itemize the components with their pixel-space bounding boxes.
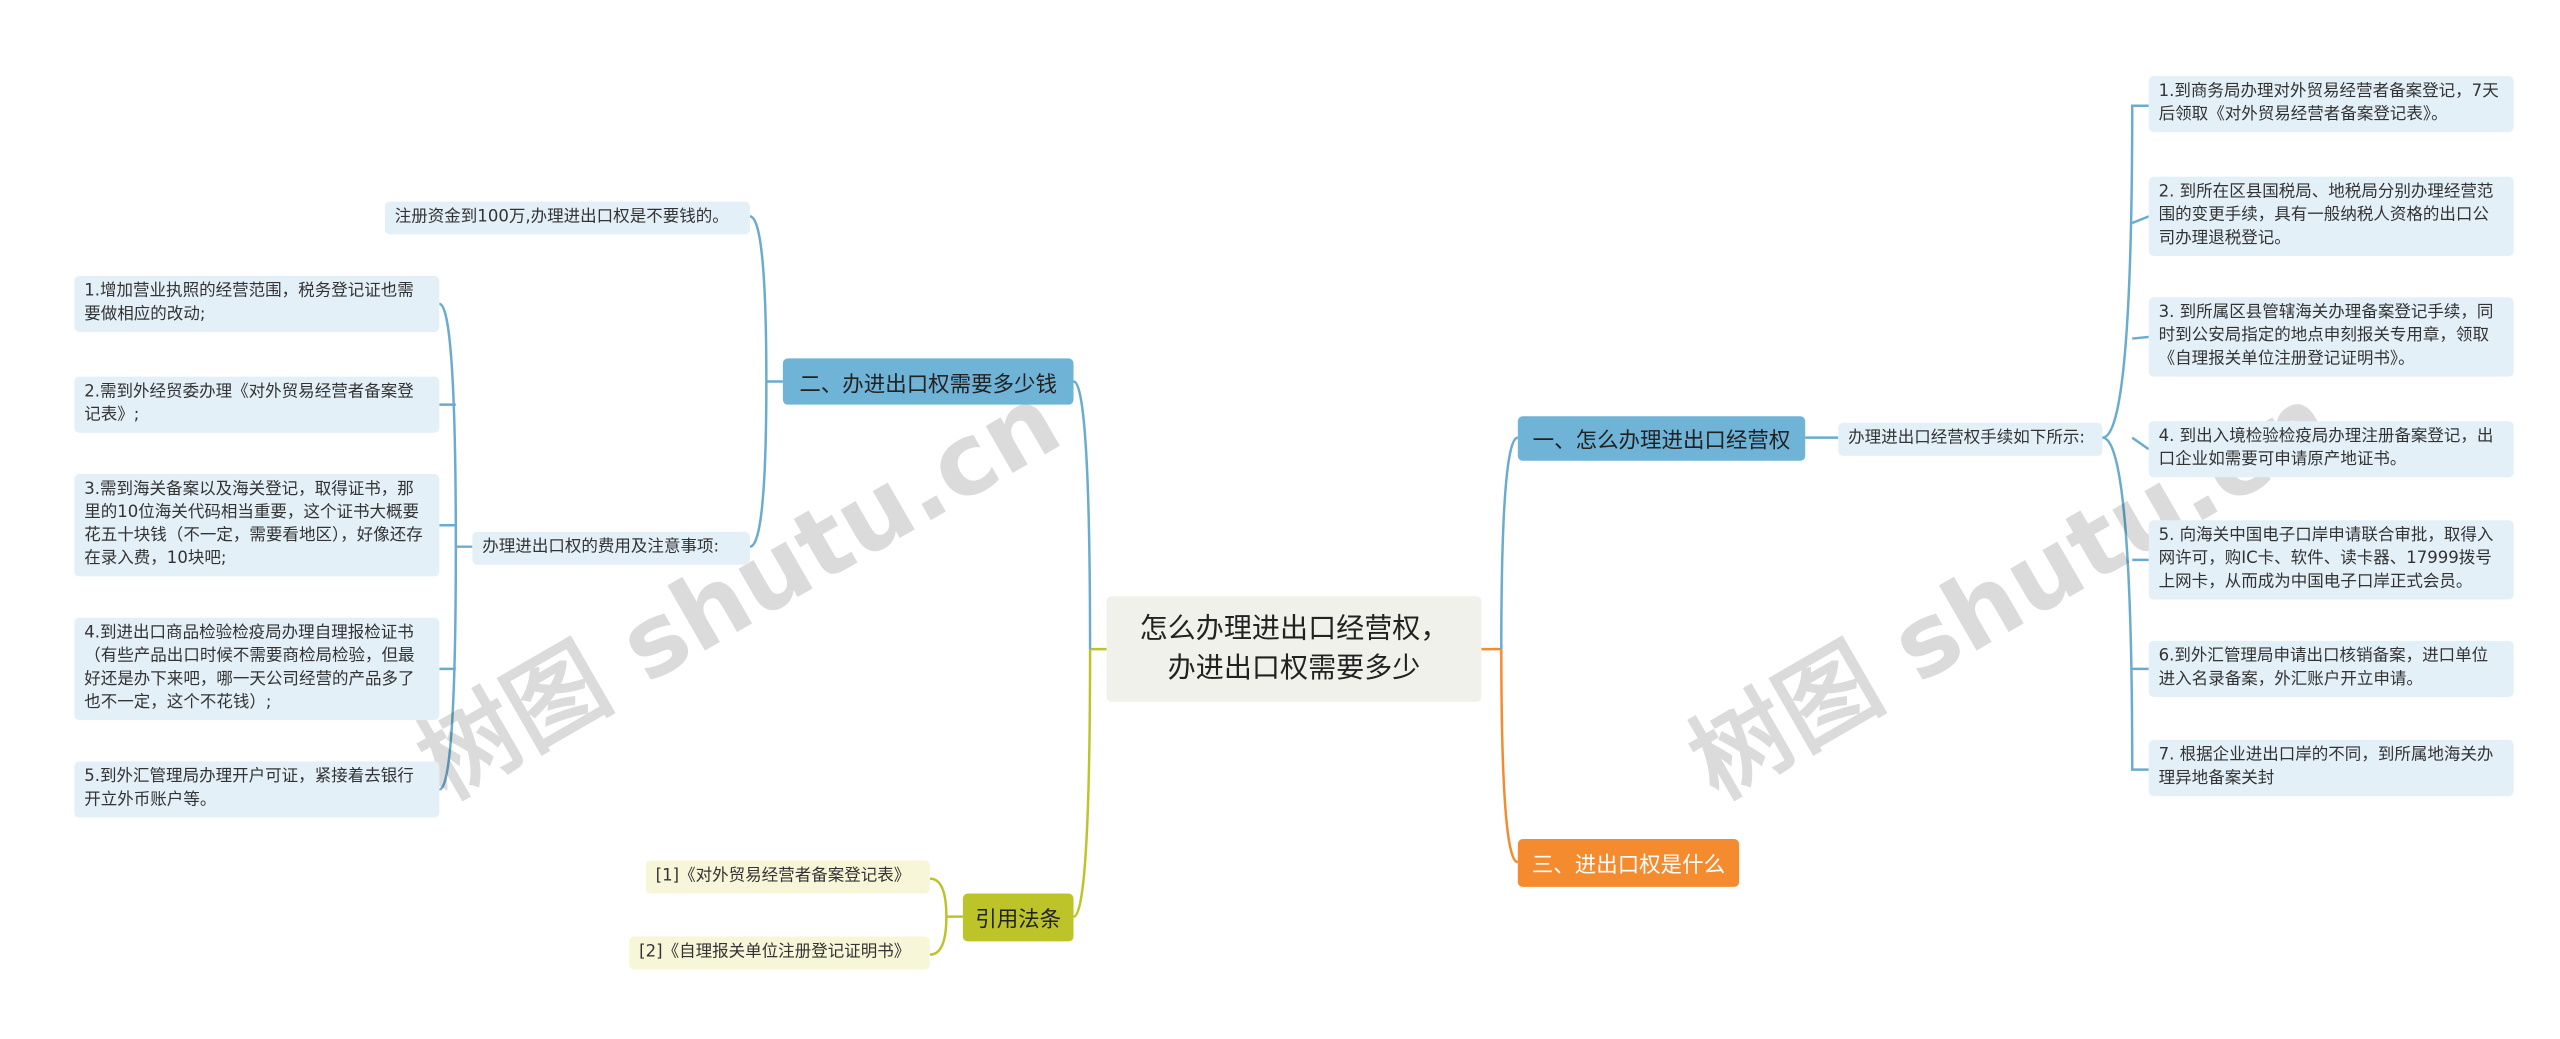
leaf-step-3[interactable]: 3. 到所属区县管辖海关办理备案登记手续，同时到公安局指定的地点申刻报关专用章，… <box>2148 297 2514 377</box>
leaf-fee-4[interactable]: 4.到进出口商品检验检疫局办理自理报检证书（有些产品出口时候不需要商检局检验，但… <box>74 617 440 721</box>
leaf-fee-3[interactable]: 3.需到海关备案以及海关登记，取得证书，那里的10位海关代码相当重要，这个证书大… <box>74 474 440 577</box>
sub-node-fees[interactable]: 办理进出口权的费用及注意事项: <box>472 531 750 565</box>
leaf-step-2[interactable]: 2. 到所在区县国税局、地税局分别办理经营范围的变更手续，具有一般纳税人资格的出… <box>2148 176 2514 256</box>
reference-1[interactable]: [1]《对外贸易经营者备案登记表》 <box>645 860 930 894</box>
branch-how-to-apply[interactable]: 一、怎么办理进出口经营权 <box>1517 416 1806 461</box>
branch-what-is[interactable]: 三、进出口权是什么 <box>1517 839 1740 887</box>
branch-cost[interactable]: 二、办进出口权需要多少钱 <box>782 358 1074 405</box>
branch-references[interactable]: 引用法条 <box>962 893 1074 942</box>
leaf-step-6[interactable]: 6.到外汇管理局申请出口核销备案，进口单位进入名录备案，外汇账户开立申请。 <box>2148 640 2514 697</box>
sub-node-procedures[interactable]: 办理进出口经营权手续如下所示: <box>1838 422 2103 456</box>
leaf-fee-2[interactable]: 2.需到外经贸委办理《对外贸易经营者备案登记表》; <box>74 376 440 433</box>
leaf-step-4[interactable]: 4. 到出入境检验检疫局办理注册备案登记，出口企业如需要可申请原产地证书。 <box>2148 421 2514 478</box>
leaf-step-1[interactable]: 1.到商务局办理对外贸易经营者备案登记，7天后领取《对外贸易经营者备案登记表》。 <box>2148 75 2514 133</box>
leaf-fee-5[interactable]: 5.到外汇管理局办理开户可证，紧接着去银行开立外币账户等。 <box>74 761 440 818</box>
leaf-step-5[interactable]: 5. 向海关中国电子口岸申请联合审批，取得入网许可，购IC卡、软件、读卡器、17… <box>2148 520 2514 600</box>
leaf-step-7[interactable]: 7. 根据企业进出口岸的不同，到所属地海关办理异地备案关封 <box>2148 739 2514 797</box>
leaf-registered-capital[interactable]: 注册资金到100万,办理进出口权是不要钱的。 <box>384 201 750 235</box>
leaf-fee-1[interactable]: 1.增加营业执照的经营范围，税务登记证也需要做相应的改动; <box>74 275 440 332</box>
reference-2[interactable]: [2]《自理报关单位注册登记证明书》 <box>629 936 930 970</box>
center-topic[interactable]: 怎么办理进出口经营权， 办进出口权需要多少 <box>1106 596 1482 702</box>
